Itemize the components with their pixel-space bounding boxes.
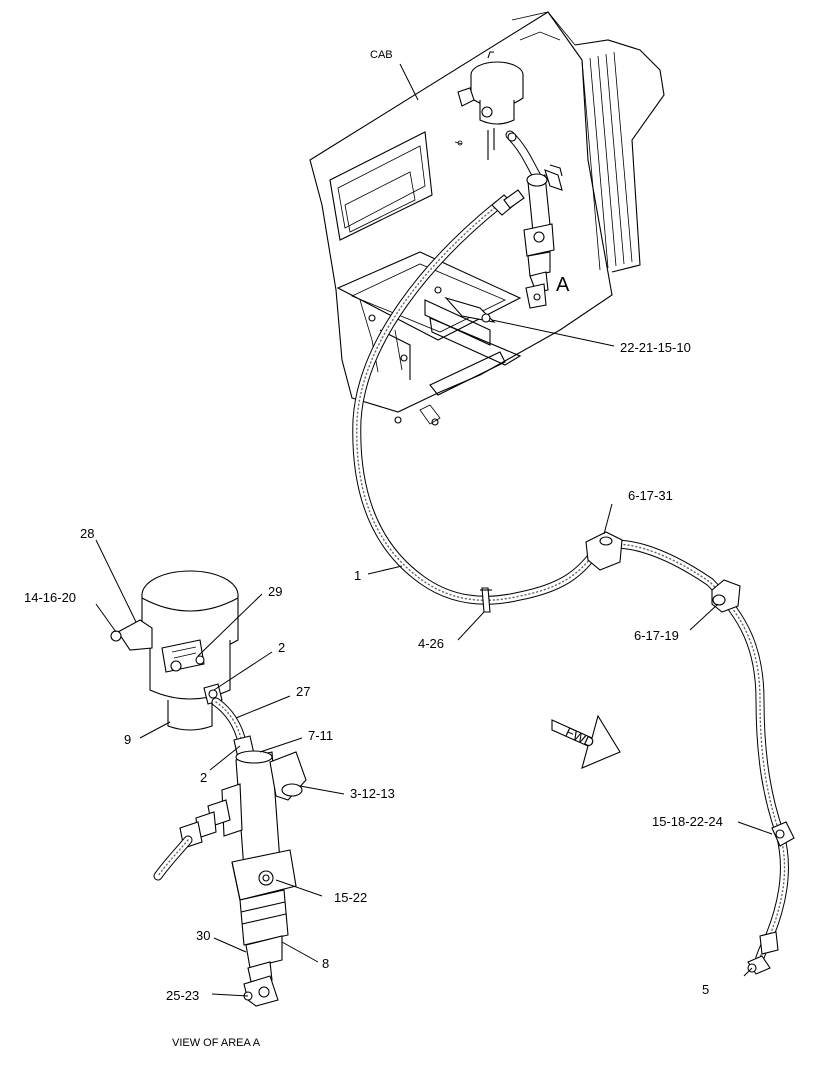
callout-25-23: 25-23 — [166, 988, 199, 1003]
callout-27: 27 — [296, 684, 310, 699]
callout-8: 8 — [322, 956, 329, 971]
callout-3-12-13: 3-12-13 — [350, 786, 395, 801]
main-hydraulic-hose — [352, 189, 795, 975]
callout-2-upper: 2 — [278, 640, 285, 655]
callout-28: 28 — [80, 526, 94, 541]
callout-7-11: 7-11 — [308, 728, 333, 743]
callout-6-17-31: 6-17-31 — [628, 488, 673, 503]
callout-2-lower: 2 — [200, 770, 207, 785]
callout-4-26: 4-26 — [418, 636, 444, 651]
callout-15-22: 15-22 — [334, 890, 367, 905]
callout-6-17-19: 6-17-19 — [634, 628, 679, 643]
callout-22-21-15-10: 22-21-15-10 — [620, 340, 691, 355]
callout-14-16-20: 14-16-20 — [24, 590, 76, 605]
callout-30: 30 — [196, 928, 210, 943]
area-a-detail — [110, 570, 307, 1007]
cab-structure — [309, 11, 665, 426]
cab-label: CAB — [370, 49, 393, 61]
top-reservoir-assembly — [457, 51, 563, 309]
callout-1: 1 — [354, 568, 361, 583]
area-a-marker: A — [556, 274, 570, 296]
callout-15-18-22-24: 15-18-22-24 — [652, 814, 723, 829]
callout-9: 9 — [124, 732, 131, 747]
leader-lines — [95, 63, 773, 997]
fwd-label: FWD — [563, 724, 596, 750]
fwd-arrow: FWD — [551, 714, 621, 769]
callout-labels: CAB A 22-21-15-10 6-17-31 1 4-26 6-17-19… — [24, 49, 723, 1049]
view-title: VIEW OF AREA A — [172, 1037, 261, 1049]
callout-29: 29 — [268, 584, 282, 599]
callout-5: 5 — [702, 982, 709, 997]
